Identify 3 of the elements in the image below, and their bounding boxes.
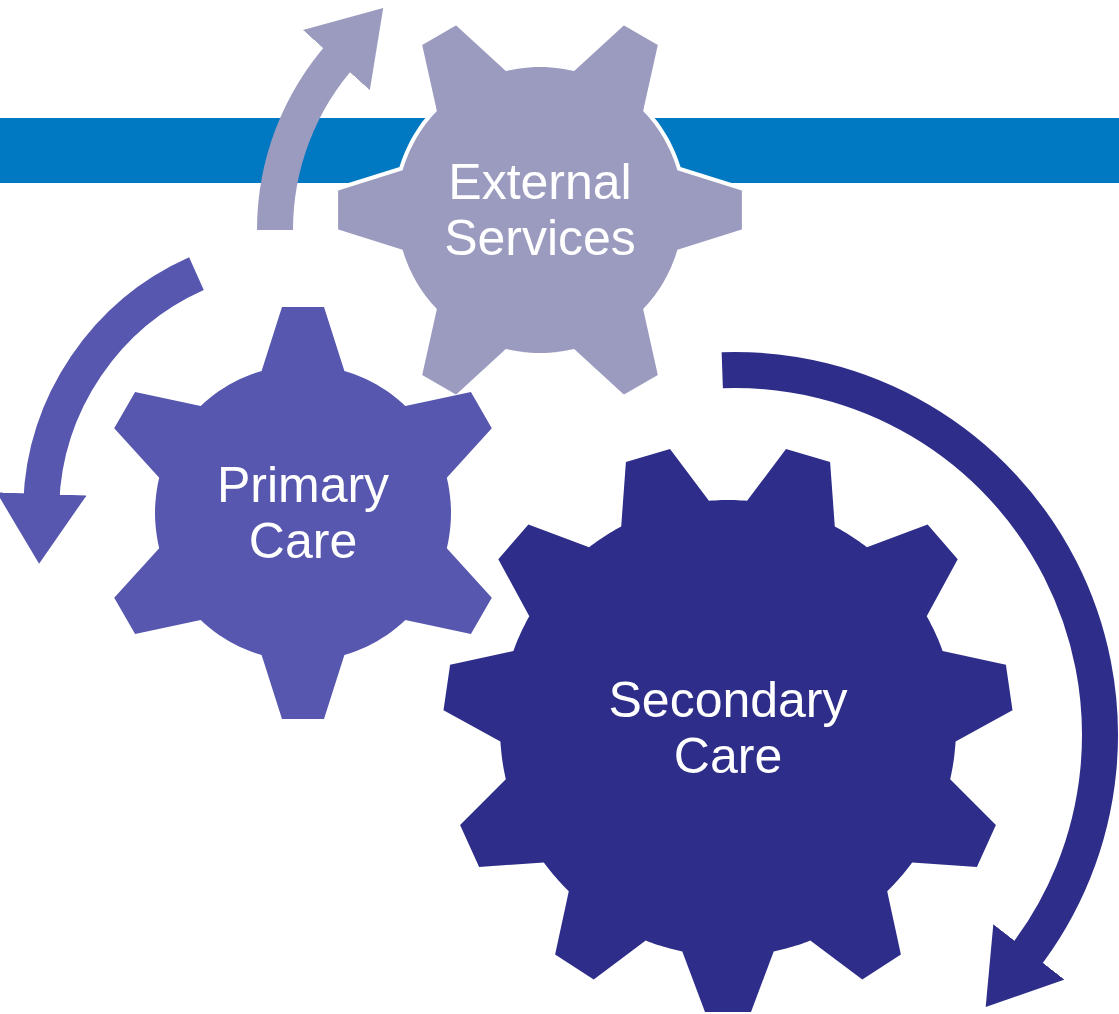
gear-label: Secondary Care (607, 672, 849, 784)
gear-label: Primary Care (215, 457, 391, 569)
gear-label: External Services (443, 154, 637, 266)
